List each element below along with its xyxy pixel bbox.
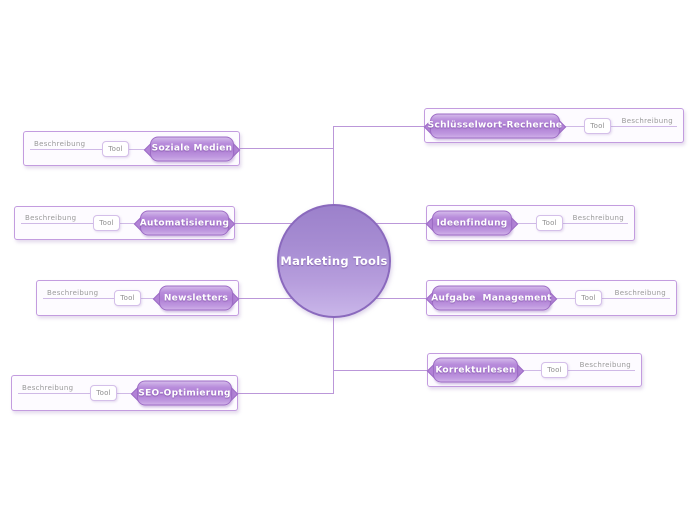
- tool-node[interactable]: Tool: [90, 385, 117, 401]
- branch-group-seo-optimierung[interactable]: Beschreibung Tool SEO-Optimierung: [11, 375, 239, 411]
- branch-group-korrekturlesen[interactable]: Beschreibung Tool Korrekturlesen: [426, 353, 642, 387]
- branch-group-aufgabe-management[interactable]: Beschreibung Tool Aufgabe Management: [425, 280, 677, 316]
- description-label[interactable]: Beschreibung: [34, 139, 86, 148]
- tool-node[interactable]: Tool: [93, 215, 120, 231]
- branch-group-newsletters[interactable]: Beschreibung Tool Newsletters: [36, 280, 240, 316]
- topic-node[interactable]: Soziale Medien: [150, 136, 234, 161]
- topic-node[interactable]: Ideenfindung: [432, 210, 512, 236]
- tool-node[interactable]: Tool: [114, 290, 141, 306]
- branch-line: [30, 148, 233, 150]
- connector-bottom-left: [235, 393, 334, 394]
- topic-node[interactable]: Newsletters: [159, 285, 233, 311]
- description-label[interactable]: Beschreibung: [614, 289, 666, 297]
- central-topic-label: Marketing Tools: [280, 254, 388, 268]
- tool-node[interactable]: Tool: [102, 140, 129, 157]
- branch-group-automatisierung[interactable]: Beschreibung Tool Automatisierung: [14, 206, 236, 240]
- branch-line: [433, 223, 628, 224]
- branch-line: [21, 223, 228, 224]
- connector-bottom-right: [333, 370, 430, 371]
- branch-group-ideenfindung[interactable]: Beschreibung Tool Ideenfindung: [425, 205, 635, 241]
- central-topic[interactable]: Marketing Tools: [277, 204, 391, 318]
- description-label[interactable]: Beschreibung: [621, 116, 673, 125]
- topic-node[interactable]: Korrekturlesen: [433, 357, 518, 383]
- description-label[interactable]: Beschreibung: [572, 214, 624, 222]
- topic-node[interactable]: SEO-Optimierung: [137, 380, 232, 406]
- description-label[interactable]: Beschreibung: [47, 289, 99, 297]
- tool-node[interactable]: Tool: [584, 117, 611, 134]
- topic-node-wrap: SEO-Optimierung: [130, 380, 239, 406]
- topic-node-wrap: Soziale Medien: [143, 136, 241, 161]
- topic-node[interactable]: Aufgabe Management: [431, 285, 551, 311]
- connector-top-right: [333, 126, 425, 127]
- topic-node-wrap: Newsletters: [152, 285, 240, 311]
- branch-group-soziale-medien[interactable]: Beschreibung Tool Soziale Medien: [23, 131, 241, 166]
- topic-node-wrap: Schlüsselwort-Recherche: [423, 113, 567, 138]
- description-label[interactable]: Beschreibung: [25, 214, 77, 222]
- branch-line: [434, 370, 635, 371]
- topic-node[interactable]: Automatisierung: [140, 210, 229, 236]
- description-label[interactable]: Beschreibung: [22, 384, 74, 392]
- connector-top-left: [237, 148, 334, 149]
- topic-node-wrap: Aufgabe Management: [425, 285, 558, 311]
- description-label[interactable]: Beschreibung: [579, 361, 631, 369]
- branch-group-schluesselwort-recherche[interactable]: Beschreibung Tool Schlüsselwort-Recherch…: [423, 108, 684, 143]
- branch-line: [18, 393, 231, 394]
- topic-node-wrap: Ideenfindung: [425, 210, 519, 236]
- topic-node[interactable]: Schlüsselwort-Recherche: [428, 113, 562, 138]
- tool-node[interactable]: Tool: [536, 215, 563, 231]
- topic-node-wrap: Automatisierung: [133, 210, 236, 236]
- tool-node[interactable]: Tool: [575, 290, 602, 306]
- topic-node-wrap: Korrekturlesen: [426, 357, 525, 383]
- tool-node[interactable]: Tool: [541, 362, 568, 378]
